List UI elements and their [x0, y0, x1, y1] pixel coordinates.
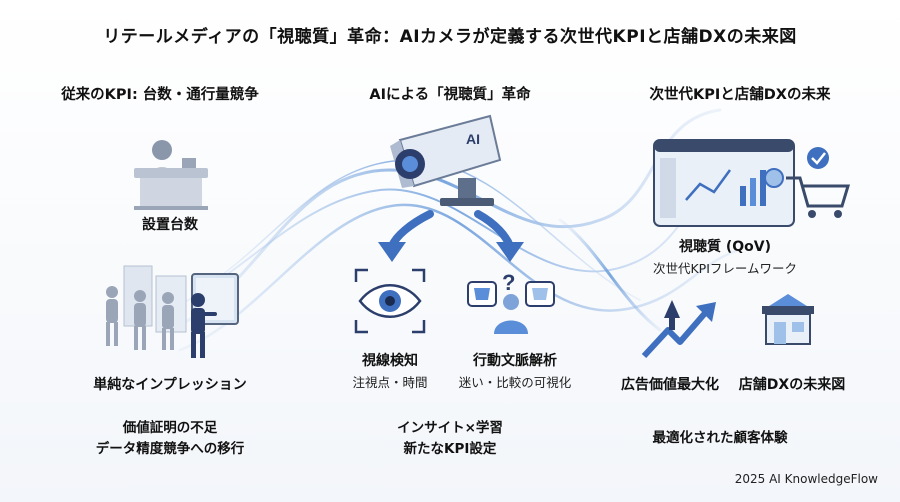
context-analysis-label: 行動文脈解析 [473, 353, 557, 369]
center-footer-line2: 新たなKPI設定 [403, 441, 497, 457]
left-footer: 価値証明の不足 データ精度競争への移行 [70, 418, 270, 460]
left-footer-line2: データ精度競争への移行 [95, 441, 245, 457]
svg-text:?: ? [502, 270, 515, 295]
camera-badge: AI [466, 131, 480, 147]
center-column-heading: AIによる「視聴質」革命 [369, 87, 531, 103]
installed-count-label: 設置台数 [142, 217, 198, 233]
left-column-heading: 従来のKPI: 台数・通行量競争 [61, 87, 259, 103]
center-footer-line1: インサイト×学習 [397, 420, 503, 436]
store-dx-label: 店舗DXの未来図 [738, 377, 846, 393]
right-footer: 最適化された顧客体験 [652, 430, 788, 446]
center-footer: インサイト×学習 新たなKPI設定 [350, 418, 550, 460]
qov-label: 視聴質 (QoV) [678, 239, 772, 255]
gaze-detection-sub: 注視点・時間 [352, 375, 428, 390]
gaze-detection-label: 視線検知 [362, 353, 418, 369]
context-analysis-sub: 迷い・比較の可視化 [458, 375, 572, 390]
simple-impression-label: 単純なインプレッション [93, 377, 247, 393]
credit-text: 2025 AI KnowledgeFlow [734, 472, 878, 486]
right-column-heading: 次世代KPIと店舗DXの未来 [649, 87, 831, 103]
ad-value-label: 広告価値最大化 [621, 377, 719, 393]
qov-sub: 次世代KPIフレームワーク [652, 261, 798, 276]
page-title: リテールメディアの「視聴質」革命：AIカメラが定義する次世代KPIと店舗DXの未… [103, 27, 797, 47]
left-footer-line1: 価値証明の不足 [122, 420, 218, 436]
